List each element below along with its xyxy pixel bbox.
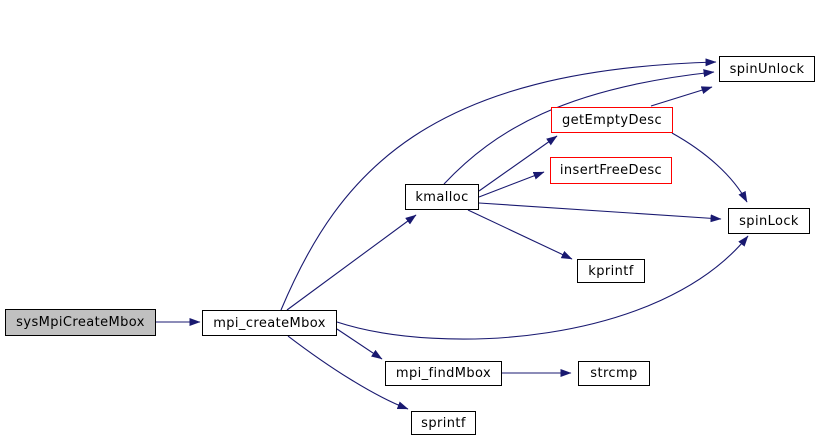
- edge-kmalloc-to-getEmptyDesc: [478, 135, 558, 192]
- edge-kmalloc-to-kprintf: [467, 209, 573, 260]
- node-label: insertFreeDesc: [559, 163, 663, 178]
- node-label: sysMpiCreateMbox: [16, 315, 145, 330]
- edge-kmalloc-to-spinLock: [478, 202, 722, 223]
- node-label: mpi_createMbox: [213, 315, 326, 331]
- node-sysMpiCreateMbox: sysMpiCreateMbox: [5, 309, 156, 336]
- edge-kmalloc-to-insertFreeDesc: [478, 171, 545, 198]
- node-label: spinLock: [739, 213, 799, 229]
- node-label: spinUnlock: [729, 61, 805, 77]
- edge-mpi_createMbox-to-spinLock: [336, 235, 749, 340]
- node-label: sprintf: [421, 415, 466, 431]
- edge-getEmptyDesc-to-spinLock: [671, 132, 748, 203]
- edge-mpi_createMbox-to-kmalloc: [286, 214, 417, 311]
- node-label: kprintf: [588, 263, 634, 279]
- node-mpi_createMbox[interactable]: mpi_createMbox: [202, 310, 337, 336]
- edge-mpi_createMbox-to-mpi_findMbox: [336, 328, 383, 360]
- node-kprintf[interactable]: kprintf: [577, 259, 645, 283]
- edge-kmalloc-to-spinUnlock: [443, 69, 715, 185]
- node-kmalloc[interactable]: kmalloc: [405, 184, 479, 210]
- edge-mpi_createMbox-to-sprintf: [287, 335, 409, 410]
- edge-getEmptyDesc-to-spinUnlock: [650, 86, 713, 107]
- node-spinUnlock[interactable]: spinUnlock: [719, 56, 815, 82]
- node-mpi_findMbox[interactable]: mpi_findMbox: [385, 361, 502, 386]
- edge-group: [156, 58, 749, 410]
- node-label: kmalloc: [415, 189, 469, 205]
- node-label: getEmptyDesc: [562, 112, 662, 128]
- node-label: mpi_findMbox: [395, 366, 492, 381]
- node-insertFreeDesc[interactable]: insertFreeDesc: [550, 157, 672, 184]
- node-label: strcmp: [590, 366, 638, 381]
- node-strcmp[interactable]: strcmp: [578, 361, 650, 386]
- node-sprintf[interactable]: sprintf: [411, 411, 476, 435]
- node-spinLock[interactable]: spinLock: [728, 208, 810, 234]
- edge-mpi_createMbox-to-spinUnlock: [280, 58, 717, 311]
- node-getEmptyDesc[interactable]: getEmptyDesc: [551, 107, 673, 133]
